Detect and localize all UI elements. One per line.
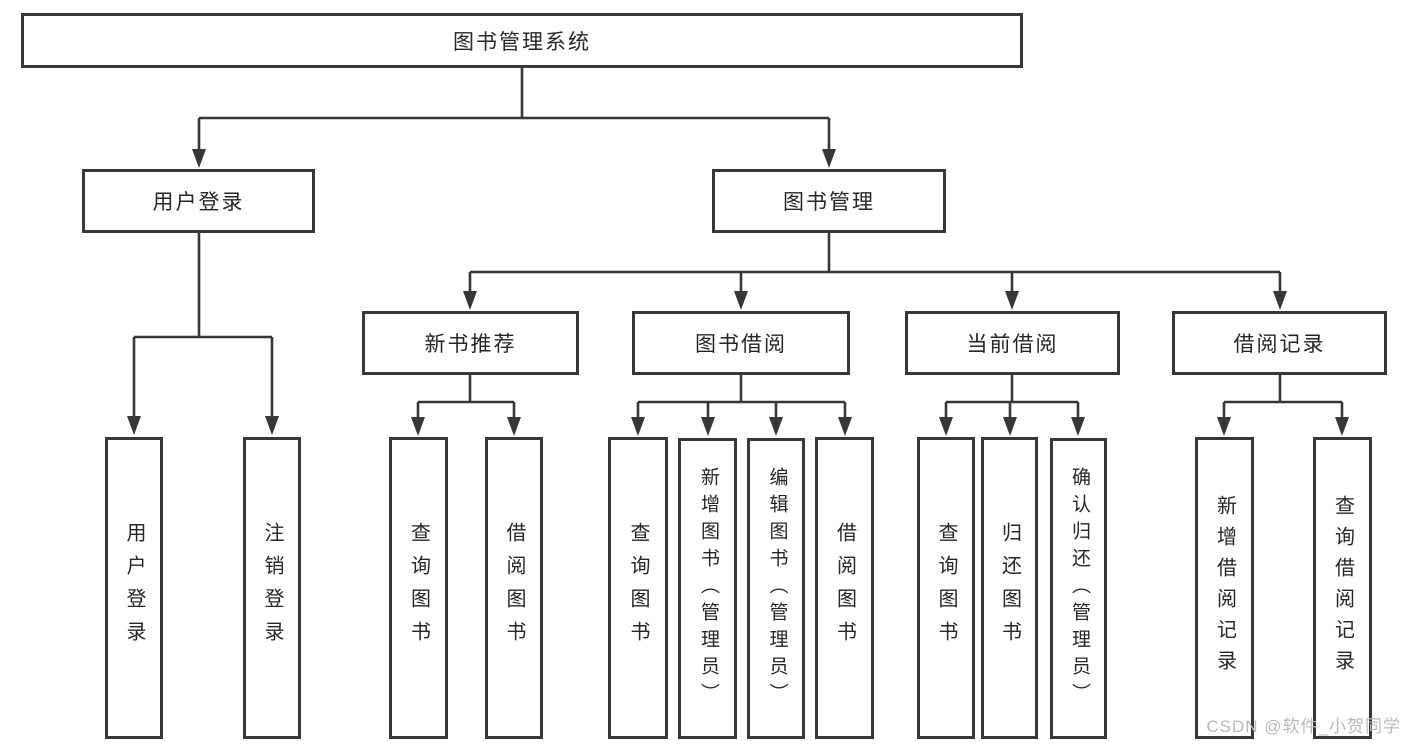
leaf-label: 查询图书 [935, 522, 957, 654]
node-book-management: 图书管理 [712, 169, 946, 233]
node-label: 图书借阅 [695, 333, 787, 356]
leaf-label: 查询图书 [407, 522, 430, 654]
node-current-borrowing: 当前借阅 [905, 311, 1120, 375]
node-book-borrowing: 图书借阅 [632, 311, 850, 375]
leaf-query-borrow-record: 查询借阅记录 [1313, 437, 1372, 739]
leaf-label: 借阅图书 [503, 522, 525, 654]
leaf-label: 确认归还（管理员） [1068, 467, 1090, 710]
node-label: 图书管理系统 [453, 30, 591, 54]
leaf-label: 编辑图书（管理员） [766, 467, 788, 710]
leaf-label: 借阅图书 [833, 522, 856, 654]
leaf-label: 注销登录 [261, 522, 283, 654]
leaf-user-login: 用户登录 [105, 437, 163, 739]
node-label: 借阅记录 [1233, 333, 1326, 356]
csdn-watermark: CSDN @软件_小贺同学 [1206, 717, 1401, 736]
node-library-management-system: 图书管理系统 [21, 13, 1023, 68]
leaf-confirm-return-admin: 确认归还（管理员） [1050, 438, 1107, 739]
node-label: 用户登录 [152, 191, 245, 214]
leaf-label: 查询借阅记录 [1331, 495, 1354, 681]
node-label: 新书推荐 [424, 333, 517, 356]
node-label: 图书管理 [783, 191, 875, 214]
leaf-label: 查询图书 [627, 522, 649, 654]
leaf-logout: 注销登录 [243, 437, 301, 739]
node-user-login: 用户登录 [82, 169, 315, 233]
leaf-label: 新增借阅记录 [1213, 495, 1236, 681]
leaf-return-books: 归还图书 [981, 437, 1038, 739]
leaf-edit-books-admin: 编辑图书（管理员） [747, 438, 805, 739]
leaf-label: 用户登录 [123, 522, 145, 654]
node-new-book-recommendation: 新书推荐 [362, 311, 579, 375]
leaf-label: 归还图书 [998, 522, 1021, 654]
node-label: 当前借阅 [966, 333, 1059, 356]
leaf-borrow-books-recommend: 借阅图书 [485, 437, 543, 739]
leaf-query-books-recommend: 查询图书 [389, 437, 448, 739]
leaf-label: 新增图书（管理员） [697, 467, 719, 710]
leaf-borrow-books-borrow: 借阅图书 [815, 437, 874, 739]
leaf-add-books-admin: 新增图书（管理员） [678, 438, 737, 739]
leaf-query-books-borrow: 查询图书 [608, 437, 668, 739]
node-borrowing-records: 借阅记录 [1172, 311, 1387, 375]
leaf-query-books-current: 查询图书 [917, 437, 975, 739]
leaf-add-borrow-record: 新增借阅记录 [1195, 437, 1254, 739]
